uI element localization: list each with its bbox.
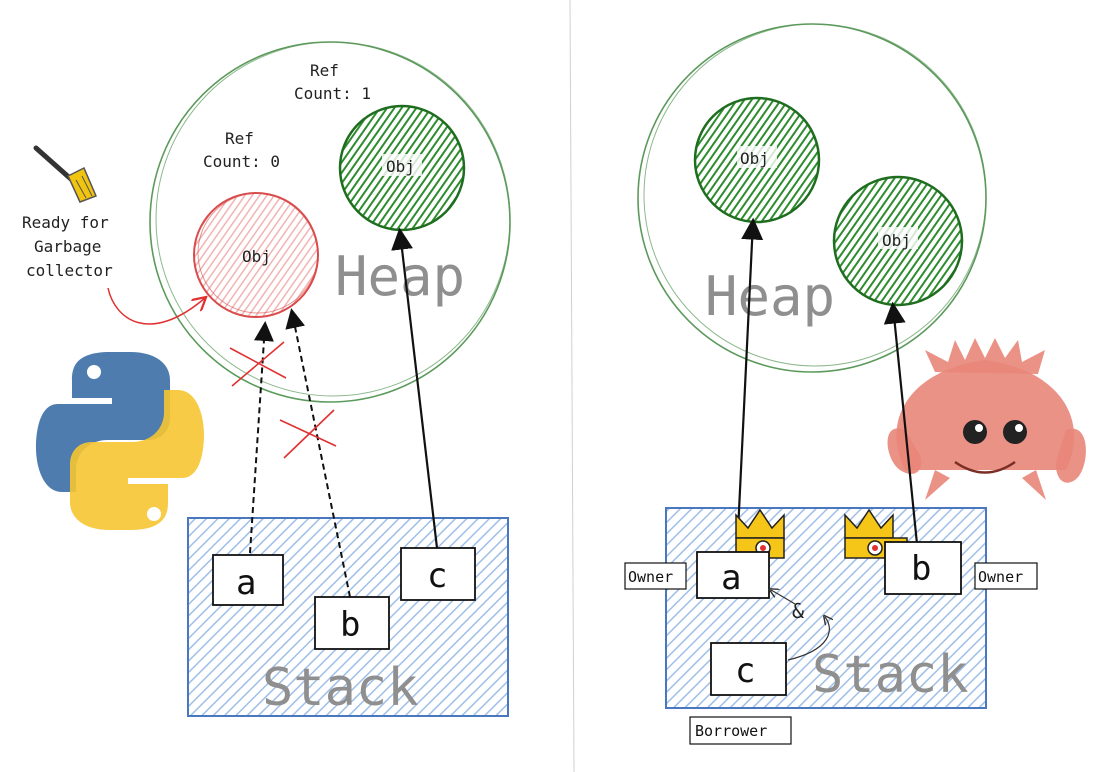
borrower-label-text: Borrower (695, 722, 767, 740)
pointer-b-owner (883, 301, 919, 545)
var-b-label-left: b (340, 605, 360, 645)
obj-label-live: Obj (386, 157, 415, 176)
heap-label-left: Heap (335, 245, 465, 308)
var-b-label-right: b (911, 549, 931, 589)
owner-label-a: Owner (624, 562, 687, 590)
stack-label-left: Stack (262, 658, 419, 718)
stack-var-c-right: c (710, 642, 787, 696)
owner-label-a-text: Owner (628, 568, 673, 586)
borrow-arrow (787, 617, 829, 661)
owner-label-b-text: Owner (978, 568, 1023, 586)
gc-note-arrow (107, 287, 205, 325)
heap-object-live: Obj (338, 104, 466, 232)
borrow-symbol: & (792, 599, 804, 623)
var-c-label-left: c (427, 556, 447, 596)
stack-var-a-left: a (212, 554, 284, 606)
borrower-label: Borrower (689, 716, 792, 745)
obj-label-a: Obj (740, 149, 769, 168)
var-a-label-right: a (721, 558, 741, 598)
stack-var-b-right: b (884, 541, 962, 595)
heap-object-dead: Obj (193, 192, 319, 318)
panel-divider (569, 0, 575, 772)
var-a-label-left: a (236, 563, 256, 603)
stack-label-right: Stack (812, 645, 969, 705)
heap-label-right: Heap (705, 265, 835, 328)
stack-var-a-right: a (696, 551, 770, 599)
owner-label-b: Owner (974, 562, 1038, 590)
right-panel: Heap Obj Obj Stack (624, 23, 1086, 745)
heap-object-a: Obj (693, 96, 821, 224)
cross-mark-b (279, 409, 337, 459)
pointer-a-owner (735, 217, 764, 553)
cross-mark-a (229, 341, 287, 387)
left-panel: Heap Ref Count: 1 Ref Count: 0 Obj Obj R… (22, 41, 511, 718)
rust-crab-logo (887, 338, 1086, 500)
stack-var-c-left: c (400, 547, 476, 601)
python-logo (36, 352, 204, 530)
obj-label-dead: Obj (242, 247, 271, 266)
gc-note-line1: Ready for (22, 213, 109, 232)
var-c-label-right: c (735, 651, 755, 691)
pointer-b-dashed (285, 308, 351, 598)
gc-note-line3: collector (26, 261, 113, 280)
ref-count-label-0-line2: Count: 0 (203, 152, 280, 171)
pointer-c-solid (391, 227, 439, 549)
gc-note-line2: Garbage (34, 237, 101, 256)
broom-icon (33, 145, 97, 203)
ref-count-label-1-line2: Count: 1 (294, 84, 371, 103)
stack-var-b-left: b (314, 596, 390, 650)
borrow-arrow-to-a (771, 590, 796, 605)
obj-label-b: Obj (882, 231, 911, 250)
pointer-a-dashed (249, 321, 274, 554)
ref-count-label-1-line1: Ref (310, 61, 339, 80)
ref-count-label-0-line1: Ref (225, 129, 254, 148)
heap-object-b: Obj (832, 175, 964, 307)
